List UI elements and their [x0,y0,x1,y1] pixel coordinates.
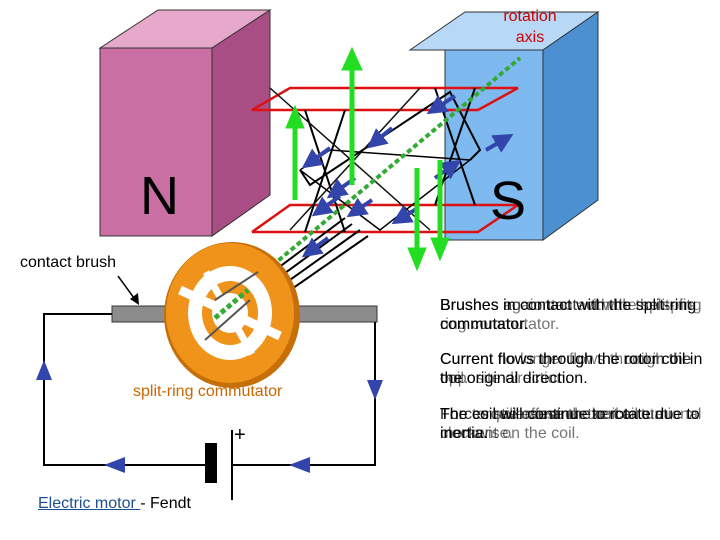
battery [205,430,233,500]
note-brush-3: Brushes no contact with the split-ring c… [440,297,702,333]
credit-line: Electric motor - Fendt [38,495,191,513]
current-arrows [301,94,514,258]
magnet-south [408,11,600,241]
note-brush-1: Brushes in contact with the split-ring c… [440,297,697,333]
contact-brush-label: contact brush [20,254,117,271]
rotation-axis-segment [213,288,250,320]
credit-link[interactable]: Electric motor [38,495,141,512]
note-force-3: Forces reverse and exert a rotational mo… [440,406,702,442]
rotation-axis-label: rotation axis [503,8,557,46]
note-current-1: Current flows through the rotor coil in … [440,351,703,387]
note-current-2: Current no longer flows through the coil… [440,351,691,387]
brush-pointer-head [130,293,139,305]
split-ring-label: split-ring commutator [133,383,283,400]
note-current-3: Current flows through the coil in the op… [440,351,692,387]
magnet-north [98,9,272,237]
battery-plus-label: + [234,424,246,446]
brush-pointer [117,275,135,299]
pole-s-label: S [490,171,527,231]
note-force-4: The torque effect on the coil. [440,406,643,423]
note-force-1: The coil will continue to rotate due to … [440,406,700,442]
circuit-current-arrows [36,360,383,473]
credit-suffix: - Fendt [140,495,191,512]
circuit-wires [43,313,376,466]
force-arrows [285,46,450,272]
note-force-2: Forces still cause the coil to turn cloc… [440,406,669,442]
pole-n-label: N [140,166,179,226]
split-ring-commutator [164,242,300,388]
note-brush-2: Brushes again contact with the split-rin… [440,297,697,333]
